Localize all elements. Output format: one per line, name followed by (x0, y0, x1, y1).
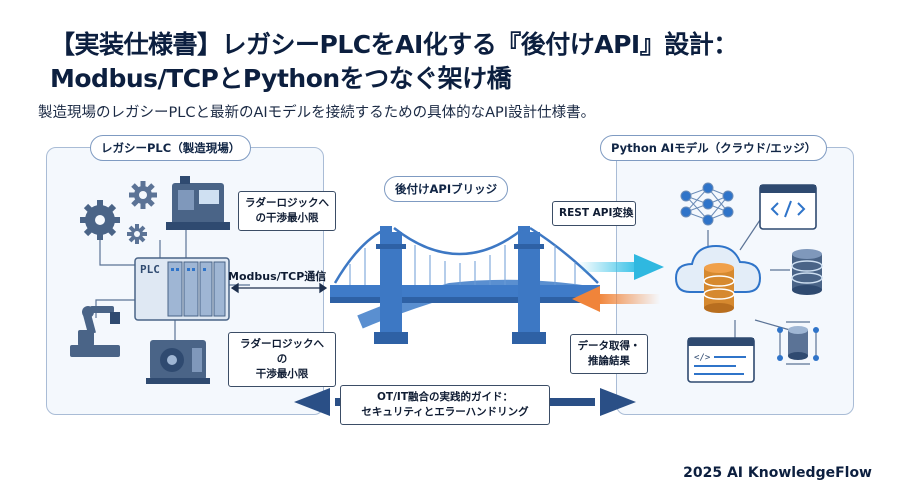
gear-icon (80, 200, 120, 240)
code-window-icon (759, 184, 817, 230)
database-icon (703, 263, 735, 313)
terminal-icon: </> (687, 337, 755, 383)
guide-line-1: OT/IT融合の実践的ガイド： (377, 391, 513, 403)
modbus-label: Modbus/TCP通信 (228, 270, 327, 283)
left-panel-label: レガシーPLC（製造現場） (90, 135, 252, 161)
svg-text:</>: </> (694, 353, 711, 363)
callout-ladder-top: ラダーロジックへ の干渉最小限 (238, 191, 336, 231)
callout-ladder-bottom: ラダーロジックへの 干渉最小限 (228, 332, 336, 387)
page-title: 【実装仕様書】レガシーPLCをAI化する『後付けAPI』設計： Modbus/T… (50, 28, 738, 96)
gear-icon (127, 224, 147, 244)
database-icon (791, 249, 823, 295)
callout-data-inference: データ取得・ 推論結果 (570, 334, 648, 374)
arrow-left-orange (572, 286, 660, 312)
robot-arm-icon (70, 306, 120, 357)
callout-rest-api: REST API変換 (552, 201, 636, 226)
gear-icon (129, 181, 157, 209)
neural-network-icon (680, 182, 734, 226)
title-line-2: Modbus/TCPとPythonをつなぐ架け橋 (50, 64, 512, 93)
footer-credit: 2025 AI KnowledgeFlow (683, 465, 872, 481)
plc-rack-icon (134, 257, 230, 321)
bridge-label: 後付けAPIブリッジ (384, 176, 509, 202)
title-line-1: 【実装仕様書】レガシーPLCをAI化する『後付けAPI』設計： (50, 30, 738, 59)
right-panel-label: Python AIモデル（クラウド/エッジ） (600, 135, 828, 161)
machine-icon (166, 176, 230, 230)
arrow-right-cyan (578, 254, 664, 280)
page-subtitle: 製造現場のレガシーPLCと最新のAIモデルを接続するための具体的なAPI設計仕様… (38, 105, 596, 121)
motor-icon (146, 340, 210, 384)
guide-box: OT/IT融合の実践的ガイド： セキュリティとエラーハンドリング (340, 385, 550, 425)
guide-line-2: セキュリティとエラーハンドリング (361, 406, 529, 418)
database-icon (777, 321, 819, 365)
plc-label: PLC (140, 263, 160, 276)
bridge-icon (330, 226, 600, 344)
